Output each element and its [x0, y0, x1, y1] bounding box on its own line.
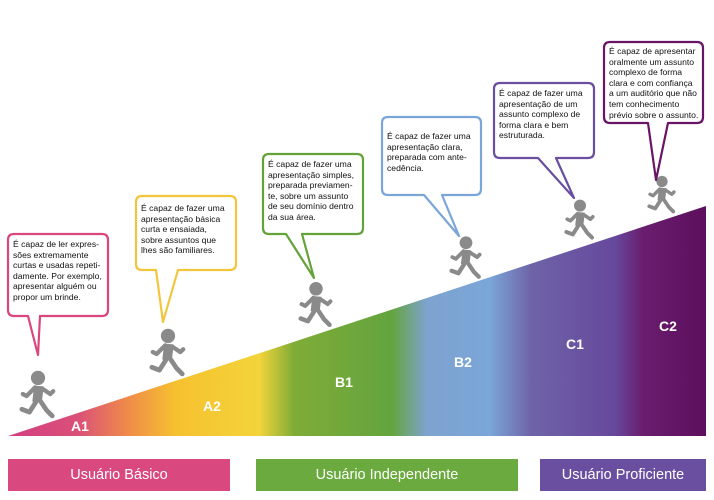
band-usuario-basico: Usuário Básico	[8, 459, 230, 491]
runner-figure-a1	[22, 371, 53, 416]
speech-bubble-a1	[6, 232, 110, 357]
runner-figure-b1	[301, 282, 331, 325]
level-label-a2: A2	[203, 398, 221, 414]
band-usuario-proficiente: Usuário Proficiente	[540, 459, 706, 491]
level-label-c1: C1	[566, 336, 584, 352]
level-label-b1: B1	[335, 374, 353, 390]
speech-bubble-a2	[134, 194, 238, 324]
band-usuario-independente: Usuário Independente	[256, 459, 518, 491]
runner-figure-c2	[647, 174, 676, 214]
runner-figure-c1	[566, 200, 592, 238]
speech-bubble-b2	[380, 115, 483, 238]
runner-figure-a2	[152, 329, 183, 374]
level-label-b2: B2	[454, 354, 472, 370]
speech-bubble-c1	[492, 81, 596, 200]
level-label-a1: A1	[71, 418, 89, 434]
level-label-c2: C2	[659, 318, 677, 334]
proficiency-ramp	[8, 206, 706, 436]
speech-bubble-c2	[602, 40, 705, 182]
speech-bubble-b1	[261, 152, 365, 280]
runner-figure-b2	[452, 236, 480, 276]
